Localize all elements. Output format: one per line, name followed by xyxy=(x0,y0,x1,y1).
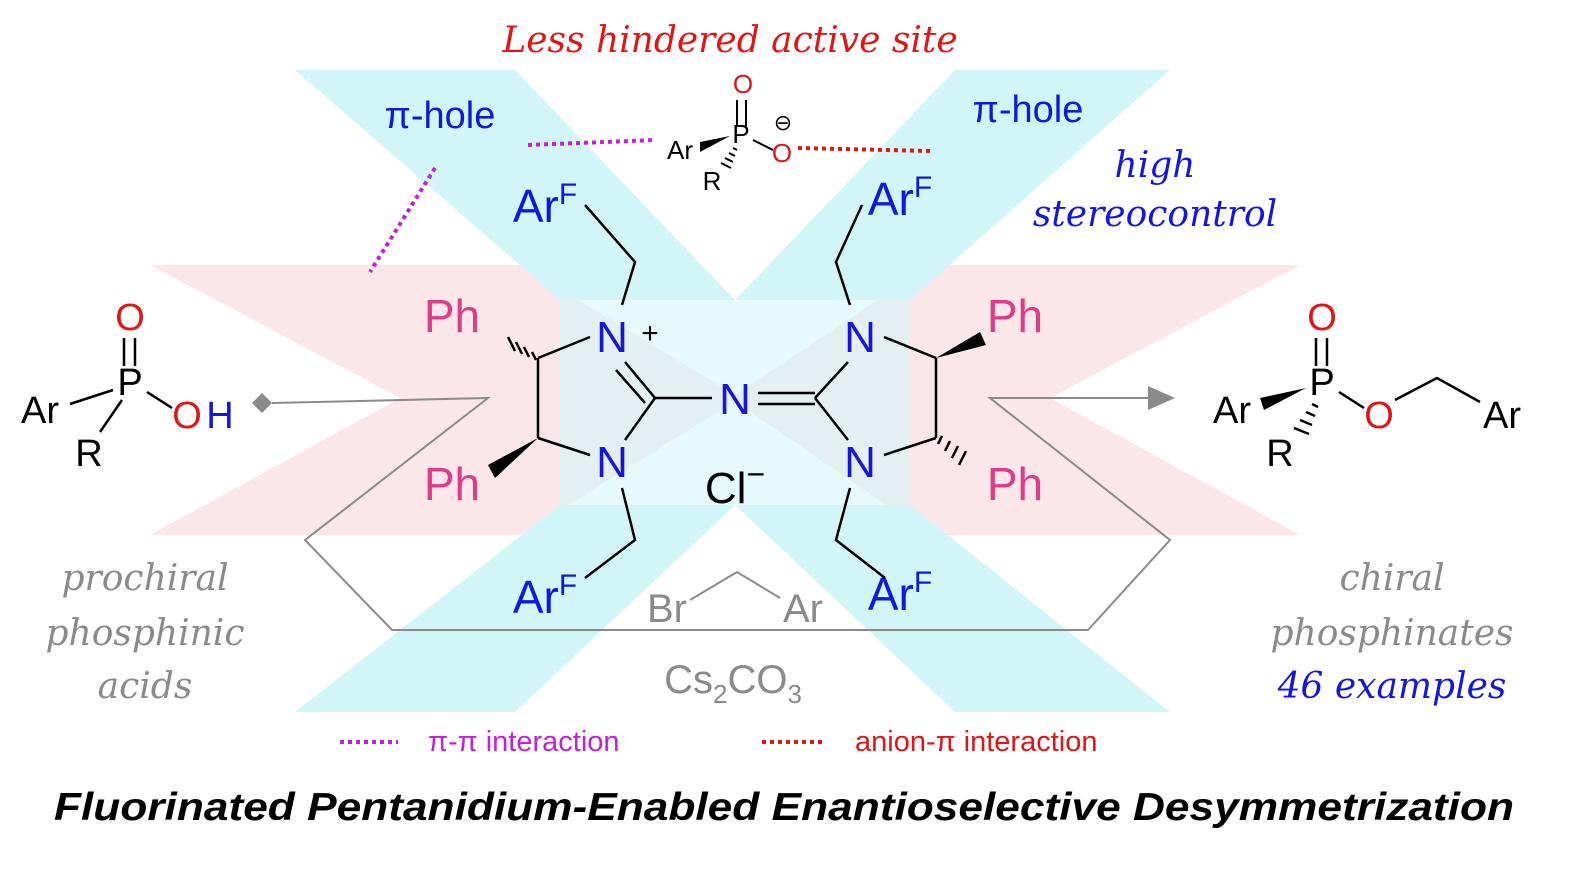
acid-r: R xyxy=(75,433,102,475)
right-ring-bond-n-c4 xyxy=(883,335,937,360)
reaction-path xyxy=(252,386,1175,631)
reagent-ar: Ar xyxy=(783,587,823,631)
acid-p-o-bond xyxy=(146,390,173,410)
acid-oh-h: H xyxy=(206,395,233,437)
right-ring-n-top: N xyxy=(844,313,876,362)
anion-charge: ⊖ xyxy=(774,110,792,135)
linker-top-left xyxy=(584,204,637,306)
left-ring-bond-n-c2a xyxy=(624,361,656,399)
left-ring-n-bottom: N xyxy=(596,438,628,487)
prod-benzyl-bonds xyxy=(1394,376,1481,404)
prod-ar2: Ar xyxy=(1483,395,1521,437)
active-site-label: Less hindered active site xyxy=(501,20,957,61)
cyan-wedge-bottom-left xyxy=(295,505,735,712)
reaction-path-line xyxy=(271,396,1172,631)
anion-o-top: O xyxy=(733,69,753,99)
high-label: high xyxy=(1115,145,1196,186)
reagent-benzyl-bonds xyxy=(689,570,781,601)
linker-top-right xyxy=(834,204,864,306)
right-ring-bond-c2-n-bottom xyxy=(814,397,849,441)
anion-pi-dotted-line xyxy=(797,146,931,153)
prod-r: R xyxy=(1266,433,1293,475)
substrate-label-line2: phosphinic xyxy=(46,613,245,654)
anion-p: P xyxy=(732,119,749,149)
prod-wedge-bond xyxy=(1260,388,1306,410)
stereocontrol-label: stereocontrol xyxy=(1033,194,1277,235)
arf-bottom-left: ArF xyxy=(513,569,577,623)
chloride: Cl− xyxy=(705,456,765,513)
right-ring-bond-c2-n-top xyxy=(814,361,849,399)
linker-bottom-left xyxy=(584,487,637,579)
substrate-label-line3: acids xyxy=(98,666,193,707)
anion-p-o-bond xyxy=(752,139,774,151)
left-ring-bond-c4-n xyxy=(537,436,591,457)
product-label-line2: phosphinates xyxy=(1270,613,1513,654)
acid-o-top: O xyxy=(115,297,145,339)
pi-hole-label-right: π-hole xyxy=(973,89,1084,131)
anion-r: R xyxy=(703,166,722,196)
scheme-title: Fluorinated Pentanidium-Enabled Enantios… xyxy=(54,786,1514,829)
legend-pi-pi-label: π-π interaction xyxy=(428,726,620,758)
left-ring-n-top: N xyxy=(596,313,628,362)
pentanidium-catalyst: ArF ArF ArF ArF N + N N N N xyxy=(424,171,1043,623)
left-ring-bond-c2-n xyxy=(623,397,657,441)
legend-anion-pi-label: anion-π interaction xyxy=(855,726,1097,758)
prod-hash-bond xyxy=(1293,402,1319,436)
anion-hash-bond xyxy=(720,147,738,169)
substrate-label-line1: prochiral xyxy=(62,558,229,599)
pi-pi-dotted-line-top xyxy=(527,138,656,147)
acid-p-ar-bond xyxy=(69,388,114,406)
anion-wedge-bond xyxy=(700,136,730,152)
left-ring-plus: + xyxy=(641,317,659,350)
arf-top-left: ArF xyxy=(513,178,577,232)
right-ring-bond-c5-n xyxy=(883,436,937,457)
prod-o-top: O xyxy=(1307,297,1337,339)
wedge-bond-right-top xyxy=(936,332,986,358)
pi-hole-label-left: π-hole xyxy=(385,95,496,137)
ph-left-top: Ph xyxy=(424,290,480,342)
hash-bond-right-bottom xyxy=(936,435,968,466)
reagent-base: Cs2CO3 xyxy=(664,658,802,709)
left-ring-bond-n-c2b xyxy=(615,369,646,404)
prod-p: P xyxy=(1309,362,1334,404)
anion-ar: Ar xyxy=(667,135,693,165)
prod-ar: Ar xyxy=(1213,390,1251,432)
anion-o-single: O xyxy=(772,138,792,168)
pi-pi-dotted-line-diagonal xyxy=(368,166,437,274)
linker-bottom-right xyxy=(834,487,886,579)
reagents: Br Ar Cs2CO3 xyxy=(647,570,823,709)
wedge-bond-left-bottom xyxy=(488,438,538,478)
start-diamond xyxy=(252,393,272,413)
right-ring-n-bottom: N xyxy=(844,438,876,487)
acid-ar: Ar xyxy=(21,390,59,432)
acid-p-r-bond xyxy=(98,399,124,433)
ph-left-bottom: Ph xyxy=(424,458,480,510)
product-examples: 46 examples xyxy=(1277,666,1507,707)
acid-p: P xyxy=(117,362,142,404)
cyan-center-band xyxy=(560,300,910,505)
reagent-br: Br xyxy=(647,587,687,631)
phosphinate-product-structure: O P Ar R O Ar xyxy=(1213,297,1521,475)
phosphinic-acid-structure: O P Ar R O H xyxy=(21,297,234,475)
prod-o-ester: O xyxy=(1364,395,1394,437)
ph-right-top: Ph xyxy=(987,290,1043,342)
product-label-line1: chiral xyxy=(1339,558,1444,599)
hash-bond-left-top xyxy=(506,336,538,361)
prod-p-o-bond xyxy=(1338,390,1365,410)
ph-right-bottom: Ph xyxy=(987,458,1043,510)
bridge-n: N xyxy=(719,375,751,424)
cyan-wedge-bottom-right xyxy=(735,505,1170,712)
arf-bottom-right: ArF xyxy=(868,566,932,620)
left-ring-bond-n-c5 xyxy=(537,335,591,360)
acid-oh-o: O xyxy=(172,395,202,437)
legend: π-π interaction anion-π interaction xyxy=(340,726,1097,758)
arf-top-right: ArF xyxy=(868,171,932,225)
cyan-wedge-top-left xyxy=(295,70,735,300)
reaction-arrowhead xyxy=(1148,386,1175,410)
phosphinate-anion: O P Ar R O ⊖ xyxy=(667,69,792,196)
